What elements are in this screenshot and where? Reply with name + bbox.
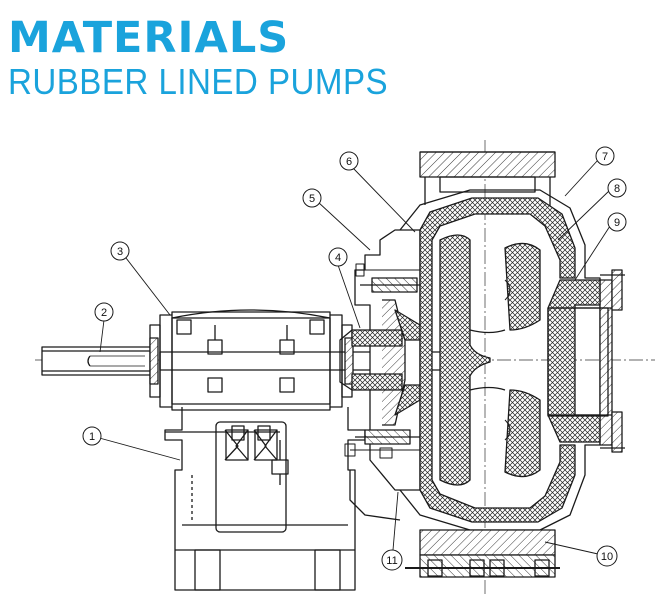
rubber-liner [419,197,576,523]
pump-drawing [41,151,625,591]
callout-3-label: 3 [117,246,123,258]
callout-5: 5 [302,188,322,208]
callout-7: 7 [595,146,615,166]
callout-10-label: 10 [601,551,613,563]
callout-11-label: 11 [386,555,397,567]
callout-9-label: 9 [614,217,620,229]
callout-7-label: 7 [602,151,608,163]
casing [399,151,613,531]
callout-2: 2 [94,302,114,322]
callout-1: 1 [82,426,102,446]
callout-10: 10 [596,545,618,567]
callout-9: 9 [607,212,627,232]
callout-8: 8 [607,178,627,198]
throatbush [547,269,625,453]
page-title: MATERIALS [8,13,290,63]
bearing-assembly [149,309,354,411]
bottom-clamp [405,529,560,578]
callout-8-label: 8 [614,183,620,195]
callout-4: 4 [328,247,348,267]
callout-1-label: 1 [89,431,95,443]
callout-11: 11 [381,549,403,571]
callout-2-label: 2 [101,307,107,319]
pump-cross-section-diagram: 1 2 3 4 5 6 7 8 9 10 11 [35,140,655,595]
callout-leaders [91,159,611,555]
callout-5-label: 5 [309,193,315,205]
frame-plate [339,229,421,491]
callouts: 1 2 3 4 5 6 7 8 9 10 11 [82,146,627,571]
callout-4-label: 4 [335,252,341,264]
bolts [344,263,420,459]
callout-3: 3 [110,241,130,261]
callout-6: 6 [339,151,359,171]
page-subtitle: RUBBER LINED PUMPS [8,61,389,102]
callout-6-label: 6 [346,156,352,168]
impeller [439,234,541,486]
